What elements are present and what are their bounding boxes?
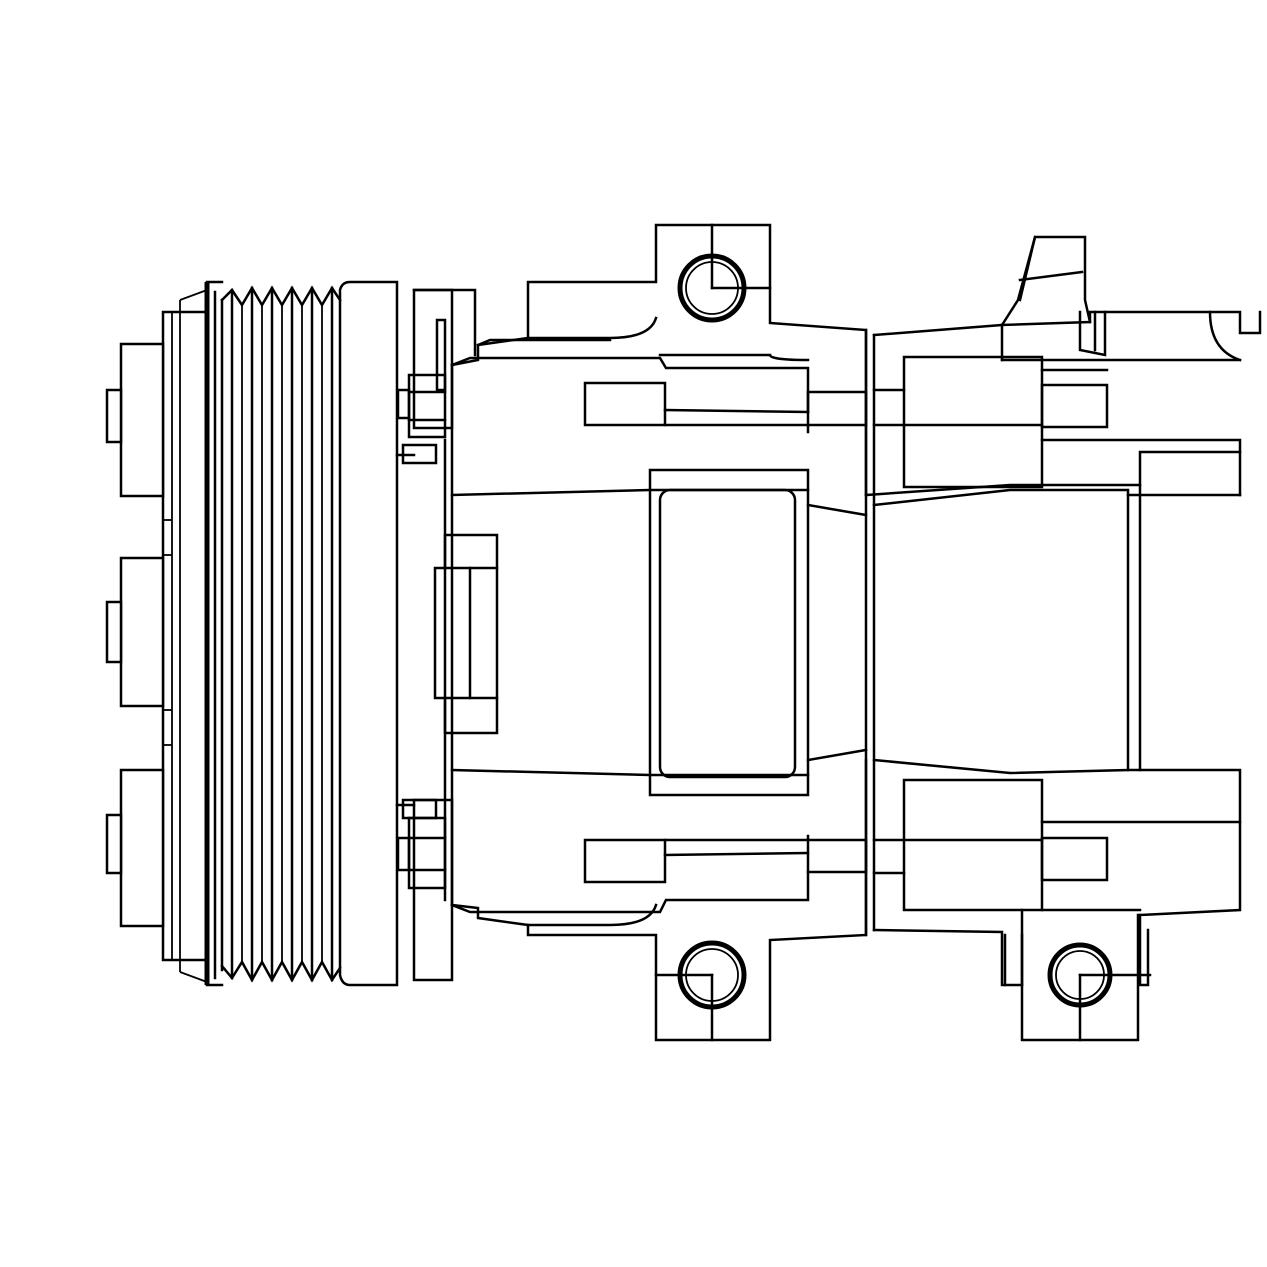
pulley-grooves-top	[220, 285, 342, 308]
cylinder-body	[450, 223, 868, 1042]
clutch-plate-body	[161, 310, 209, 962]
rear-lower-block	[902, 778, 1044, 912]
clutch-rivet-blocks	[105, 342, 165, 928]
clutch-face-plate	[161, 289, 209, 983]
center-panel	[648, 468, 868, 797]
lower-clamp-tab	[583, 838, 667, 884]
mounting-ear-bottom-rear[interactable]	[1003, 908, 1152, 1042]
pulley	[204, 280, 399, 987]
nose-boss	[433, 566, 499, 700]
label-plate	[658, 488, 797, 779]
rivet-block-top	[119, 342, 165, 498]
rear-head	[864, 235, 1262, 987]
rivet-block-middle	[119, 556, 165, 708]
pulley-grooves-bottom	[220, 959, 342, 983]
upper-clamp-tab	[583, 381, 667, 427]
pulley-rear-flange	[338, 280, 399, 987]
rivet-block-bottom	[119, 768, 165, 928]
rear-upper-block	[902, 355, 1044, 489]
mounting-ear-bottom-front[interactable]	[654, 940, 747, 1042]
mounting-ear-top-front[interactable]	[677, 223, 772, 323]
front-head	[395, 288, 499, 982]
mid-flange	[864, 328, 906, 937]
suction-fitting	[1018, 235, 1084, 302]
